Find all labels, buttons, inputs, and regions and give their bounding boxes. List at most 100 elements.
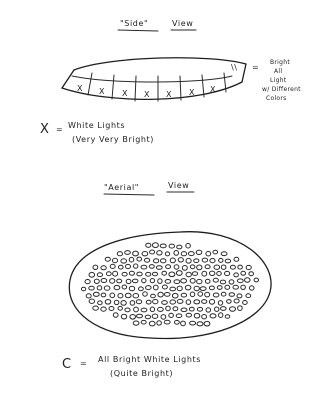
- ring-inner-line: [72, 76, 232, 82]
- disc-light-dot: [101, 266, 106, 270]
- disc-light-dot: [200, 287, 206, 291]
- disc-light-dot: [215, 307, 219, 311]
- ring-segment-marker: X: [122, 89, 128, 98]
- disc-dot-grid: [81, 243, 258, 326]
- disc-light-dot: [134, 307, 139, 312]
- disc-light-dot: [141, 308, 147, 312]
- disc-light-dot: [190, 279, 195, 284]
- disc-light-dot: [234, 257, 239, 261]
- disc-light-dot: [176, 314, 182, 318]
- disc-light-dot: [130, 301, 135, 306]
- disc-light-dot: [181, 321, 186, 326]
- disc-light-dot: [118, 294, 123, 298]
- c-legend-line2: (Quite Bright): [110, 369, 173, 378]
- disc-light-dot: [229, 280, 234, 284]
- disc-light-dot: [174, 251, 179, 256]
- disc-light-dot: [119, 265, 124, 269]
- disc-light-dot: [97, 286, 102, 290]
- disc-light-dot: [206, 308, 211, 312]
- disc-light-dot: [89, 286, 94, 290]
- disc-light-dot: [86, 294, 91, 298]
- disc-light-dot: [125, 308, 130, 312]
- disc-light-dot: [234, 273, 239, 277]
- disc-light-dot: [221, 265, 226, 269]
- disc-light-dot: [243, 301, 248, 305]
- disc-light-dot: [113, 313, 118, 318]
- disc-light-dot: [101, 293, 106, 297]
- disc-light-dot: [121, 301, 126, 306]
- disc-light-dot: [177, 245, 182, 249]
- disc-light-dot: [206, 251, 211, 256]
- disc-light-dot: [125, 251, 131, 255]
- disc-light-dot: [227, 300, 232, 304]
- disc-light-dot: [202, 300, 207, 304]
- ring-divider: [202, 75, 204, 97]
- disc-light-dot: [209, 299, 214, 304]
- disc-light-dot: [174, 280, 180, 284]
- ring-divider: [112, 75, 114, 99]
- disc-light-dot: [152, 272, 157, 276]
- disc-light-dot: [197, 265, 202, 270]
- disc-light-dot: [221, 292, 226, 296]
- disc-light-dot: [205, 265, 210, 269]
- disc-light-dot: [237, 294, 242, 298]
- disc-light-dot: [153, 285, 158, 290]
- c-legend-equals: =: [80, 359, 87, 368]
- disc-light-dot: [177, 299, 183, 303]
- ring-segment-marker: X: [210, 85, 216, 94]
- disc-light-dot: [158, 292, 163, 297]
- disc-light-dot: [162, 285, 167, 289]
- disc-light-dot: [146, 272, 151, 276]
- disc-light-dot: [249, 286, 254, 290]
- disc-light-dot: [137, 272, 142, 276]
- ring-top-edge: [74, 58, 246, 70]
- disc-light-dot: [205, 279, 210, 283]
- disc-light-dot: [196, 250, 202, 254]
- disc-light-dot: [89, 272, 95, 277]
- disc-light-dot: [181, 293, 186, 297]
- disc-light-dot: [202, 315, 207, 319]
- disc-light-dot: [220, 280, 225, 284]
- disc-light-dot: [238, 306, 243, 311]
- disc-light-dot: [142, 252, 148, 256]
- side-view-title-view: View: [172, 19, 193, 28]
- disc-light-dot: [162, 301, 168, 305]
- annotation-line: All: [274, 68, 282, 75]
- c-legend: C = All Bright White Lights (Quite Brigh…: [62, 355, 201, 378]
- disc-light-dot: [225, 285, 230, 289]
- disc-light-dot: [134, 264, 138, 268]
- side-title-underline: [118, 30, 158, 31]
- disc-light-dot: [169, 272, 175, 277]
- disc-light-dot: [164, 293, 170, 297]
- disc-light-dot: [132, 279, 138, 283]
- disc-light-dot: [172, 293, 178, 298]
- disc-light-dot: [126, 264, 131, 268]
- annotation-line: w/ Different: [262, 86, 301, 93]
- disc-light-dot: [225, 259, 230, 263]
- disc-light-dot: [169, 313, 174, 317]
- disc-light-dot: [152, 314, 158, 318]
- ring-segment-marker: X: [189, 88, 195, 97]
- c-legend-line1: All Bright White Lights: [98, 355, 201, 364]
- disc-light-dot: [110, 279, 115, 284]
- disc-light-dot: [149, 265, 154, 269]
- disc-light-dot: [105, 257, 110, 261]
- disc-light-dot: [238, 265, 243, 269]
- disc-light-dot: [85, 280, 90, 284]
- disc-light-dot: [189, 307, 194, 311]
- disc-light-dot: [137, 257, 142, 261]
- disc-light-dot: [156, 266, 162, 270]
- disc-light-dot: [210, 259, 215, 263]
- disc-light-dot: [136, 300, 141, 304]
- disc-light-dot: [165, 252, 169, 256]
- ring-segment-marker: X: [144, 90, 150, 99]
- disc-light-dot: [112, 258, 117, 262]
- disc-light-dot: [158, 307, 164, 311]
- disc-light-dot: [186, 258, 191, 263]
- disc-light-dot: [237, 279, 243, 283]
- disc-light-dot: [186, 313, 191, 317]
- disc-light-dot: [175, 320, 180, 324]
- disc-light-dot: [118, 306, 122, 310]
- ring-divider: [180, 76, 181, 100]
- aerial-title-underline: [104, 194, 154, 195]
